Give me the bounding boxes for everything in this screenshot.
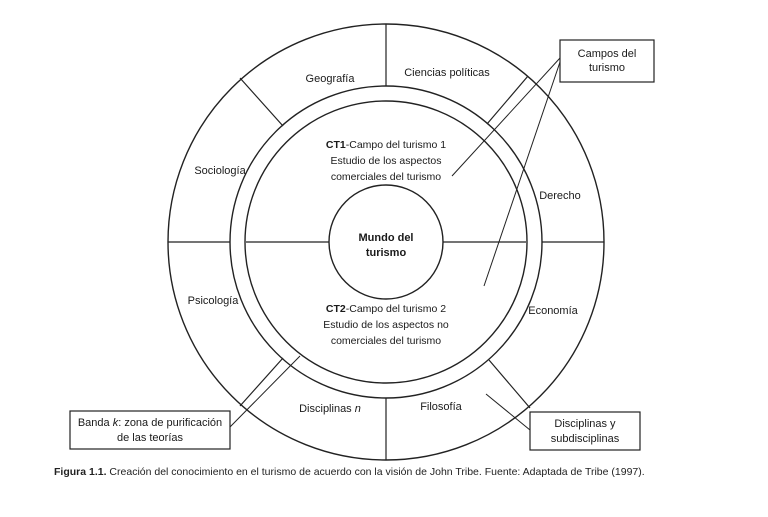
ct2-title: CT2-Campo del turismo 2 <box>326 303 446 315</box>
discipline-derecho: Derecho <box>539 190 581 202</box>
discipline-psicologia: Psicología <box>188 295 240 307</box>
segment-divider <box>239 357 284 407</box>
ct2-line2: Estudio de los aspectos no <box>323 319 449 331</box>
discipline-sociologia: Sociología <box>194 165 246 177</box>
callout-disciplinas-line2: subdisciplinas <box>551 433 620 445</box>
discipline-disciplinas-n-var: n <box>355 403 361 415</box>
discipline-filosofia: Filosofía <box>420 401 462 413</box>
discipline-ciencias-politicas: Ciencias políticas <box>404 67 490 79</box>
callout-banda-pointer <box>229 355 301 428</box>
figure-caption: Figura 1.1. Creación del conocimiento en… <box>54 466 654 479</box>
ct1-title-text: -Campo del turismo 1 <box>346 139 447 151</box>
discipline-disciplinas-n: Disciplinas n <box>299 403 361 415</box>
ct2-code: CT2 <box>326 303 346 315</box>
ct1-code: CT1 <box>326 139 346 151</box>
callout-banda-prefix: Banda <box>78 417 113 429</box>
callout-banda-box <box>69 410 231 450</box>
band-k-inner-ring <box>244 100 528 384</box>
callout-campos-pointer <box>451 57 561 177</box>
center-line1: Mundo del <box>359 232 414 244</box>
ct2-title-text: -Campo del turismo 2 <box>346 303 447 315</box>
discipline-disciplinas-n-prefix: Disciplinas <box>299 403 355 415</box>
callout-banda-line1: Banda k: zona de purificación <box>78 417 222 429</box>
callout-disciplinas-pointer <box>485 393 531 431</box>
segment-divider <box>239 77 284 127</box>
discipline-economia: Economía <box>528 305 578 317</box>
figure-caption-label: Figura 1.1. <box>54 466 107 478</box>
figure-caption-text: Creación del conocimiento en el turismo … <box>106 466 645 478</box>
ct1-title: CT1-Campo del turismo 1 <box>326 139 446 151</box>
center-line2: turismo <box>366 247 407 259</box>
callout-banda-var: k <box>113 417 119 429</box>
callout-banda-line2: de las teorías <box>117 432 184 444</box>
callout-campos-line2: turismo <box>589 62 625 74</box>
callout-campos-line1: Campos del <box>578 48 637 60</box>
segment-divider <box>488 359 531 409</box>
callout-disciplinas-line1: Disciplinas y <box>554 418 616 430</box>
callout-disciplinas-box <box>529 411 641 451</box>
ct2-line3: comerciales del turismo <box>331 335 441 347</box>
callout-banda-suffix: : zona de purificación <box>118 417 222 429</box>
ct1-line3: comerciales del turismo <box>331 171 441 183</box>
discipline-geografia: Geografía <box>306 73 356 85</box>
segment-divider <box>486 75 529 125</box>
callout-campos-box <box>559 39 655 83</box>
callout-campos-pointer <box>483 61 561 287</box>
ct1-line2: Estudio de los aspectos <box>331 155 442 167</box>
